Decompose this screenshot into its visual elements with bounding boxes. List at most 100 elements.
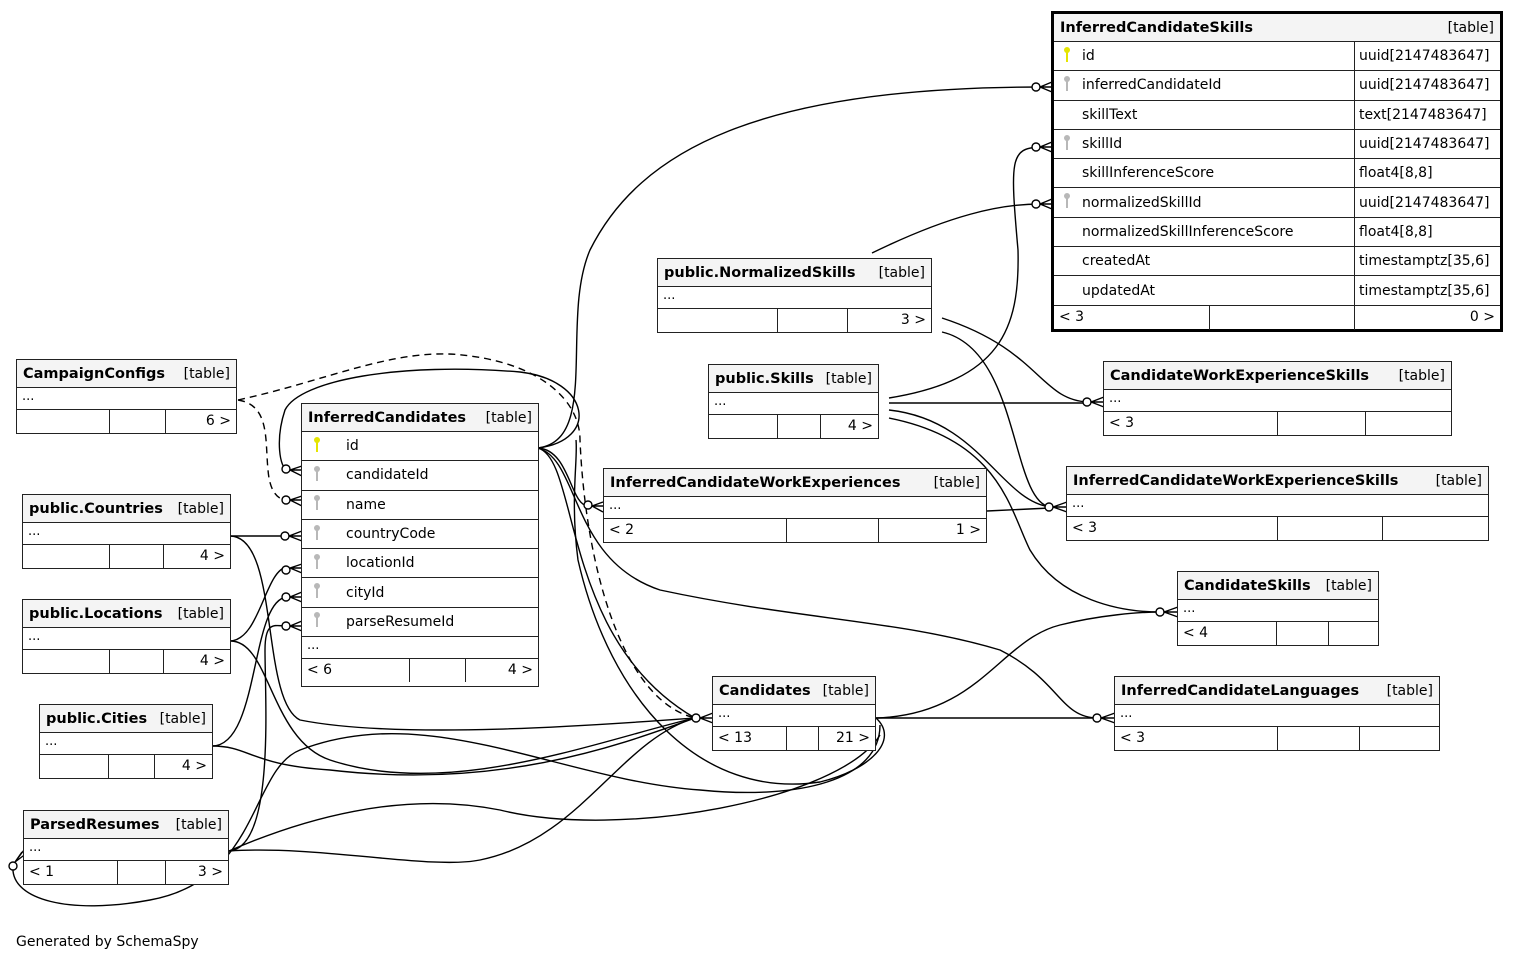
column-name: cityId <box>346 584 385 601</box>
parents-link[interactable]: < 1 <box>29 864 55 880</box>
column-type: text[2147483647] <box>1354 100 1500 129</box>
table-countries[interactable]: public.Countries[table]...4 > <box>22 494 231 569</box>
table-cities[interactable]: public.Cities[table]...4 > <box>39 704 213 779</box>
children-link[interactable]: 4 > <box>154 755 212 778</box>
children-link[interactable]: 0 > <box>1354 305 1500 330</box>
parents-link[interactable] <box>40 755 108 778</box>
parents-link[interactable] <box>23 650 109 673</box>
table-header: CandidateSkills[table] <box>1178 572 1378 600</box>
column-row[interactable]: name <box>302 491 538 520</box>
parents-link[interactable] <box>709 415 777 438</box>
children-link[interactable]: 4 > <box>820 415 878 438</box>
table-inferredcandidatelanguages[interactable]: InferredCandidateLanguages[table]... < 3 <box>1114 676 1440 751</box>
column-type: timestamptz[35,6] <box>1354 247 1500 276</box>
column-type: uuid[2147483647] <box>1354 42 1500 71</box>
parents-link[interactable]: < 6 <box>307 662 333 679</box>
parents-link[interactable] <box>658 309 777 332</box>
crowfoot-circle <box>8 861 18 871</box>
more-columns: ... <box>1115 705 1439 727</box>
children-link[interactable] <box>1382 517 1488 540</box>
table-workexperiences[interactable]: InferredCandidateWorkExperiences[table].… <box>603 468 987 543</box>
children-link[interactable]: 21 > <box>818 727 875 750</box>
table-name: ParsedResumes <box>30 816 160 833</box>
column-name: locationId <box>346 555 415 572</box>
column-type: uuid[2147483647] <box>1354 71 1500 100</box>
parents-link[interactable]: < 3 <box>1109 415 1135 431</box>
children-link[interactable]: 4 > <box>163 650 230 673</box>
edge-parsed-self <box>228 734 881 852</box>
generated-by-footer: Generated by SchemaSpy <box>16 934 199 950</box>
foreign-key-icon <box>1054 192 1080 213</box>
table-footer: < 1 3 > <box>24 861 228 884</box>
table-name: CandidateWorkExperienceSkills <box>1110 367 1370 384</box>
column-row[interactable]: locationId <box>302 549 538 579</box>
table-candidateworkexperienceskills[interactable]: CandidateWorkExperienceSkills[table]...<… <box>1103 361 1452 436</box>
table-tag: [table] <box>183 365 230 382</box>
children-link[interactable]: 4 > <box>163 545 230 568</box>
parents-link[interactable]: < 13 <box>718 730 752 746</box>
crowfoot <box>1100 712 1116 724</box>
table-footer: 4 > <box>23 650 230 673</box>
parents-link[interactable]: < 3 <box>1059 308 1085 325</box>
column-name: normalizedSkillId <box>1082 194 1202 211</box>
children-link[interactable]: 4 > <box>465 659 538 683</box>
children-link[interactable]: 1 > <box>878 519 986 542</box>
parents-link[interactable] <box>17 410 109 433</box>
table-header: CampaignConfigs[table] <box>17 360 236 388</box>
table-footer: < 3 0 > <box>1054 305 1500 330</box>
more-columns: ... <box>302 637 538 660</box>
table-footer: < 3 <box>1067 517 1488 540</box>
column-row[interactable]: createdAt timestamptz[35,6] <box>1054 247 1500 277</box>
table-footer: < 6 4 > <box>302 659 538 683</box>
more-columns: ... <box>23 523 230 545</box>
parents-link[interactable]: < 4 <box>1183 625 1209 641</box>
column-row[interactable]: id <box>302 432 538 462</box>
table-locations[interactable]: public.Locations[table]...4 > <box>22 599 231 674</box>
foreign-key-icon <box>302 494 332 515</box>
column-name: id <box>1082 48 1095 65</box>
children-link[interactable]: 3 > <box>847 309 931 332</box>
parents-link[interactable] <box>23 545 109 568</box>
table-campaignconfigs[interactable]: CampaignConfigs[table]...6 > <box>16 359 237 434</box>
table-inferredworkexperienceskills[interactable]: InferredCandidateWorkExperienceSkills[ta… <box>1066 466 1489 541</box>
table-header: InferredCandidateLanguages[table] <box>1115 677 1439 705</box>
parents-link[interactable]: < 2 <box>609 522 635 538</box>
column-row[interactable]: parseResumeId <box>302 608 538 638</box>
children-link[interactable]: 6 > <box>165 410 236 433</box>
table-tag: [table] <box>159 710 206 727</box>
table-candidateskills[interactable]: CandidateSkills[table]... < 4 <box>1177 571 1379 646</box>
table-name: public.Locations <box>29 605 163 622</box>
column-row[interactable]: id uuid[2147483647] <box>1054 42 1500 72</box>
children-link[interactable] <box>1359 727 1439 750</box>
foreign-key-icon <box>302 524 332 545</box>
parents-link[interactable]: < 3 <box>1072 520 1098 536</box>
children-link[interactable] <box>1365 412 1451 435</box>
table-name: public.NormalizedSkills <box>664 264 856 281</box>
crowfoot-circle <box>281 495 291 505</box>
column-row[interactable]: candidateId <box>302 461 538 491</box>
children-link[interactable] <box>1328 622 1378 645</box>
table-tag: [table] <box>175 816 222 833</box>
table-name: public.Cities <box>46 710 148 727</box>
parents-link[interactable]: < 3 <box>1120 730 1146 746</box>
column-row[interactable]: countryCode <box>302 520 538 550</box>
children-link[interactable]: 3 > <box>165 861 228 884</box>
column-row[interactable]: cityId <box>302 578 538 608</box>
table-tag: [table] <box>822 682 869 699</box>
table-name: Candidates <box>719 682 811 699</box>
table-skills[interactable]: public.Skills[table]...4 > <box>708 364 879 439</box>
table-normalizedskills[interactable]: public.NormalizedSkills[table]...3 > <box>657 258 932 333</box>
column-name: createdAt <box>1082 253 1151 270</box>
more-columns: ... <box>1178 600 1378 622</box>
